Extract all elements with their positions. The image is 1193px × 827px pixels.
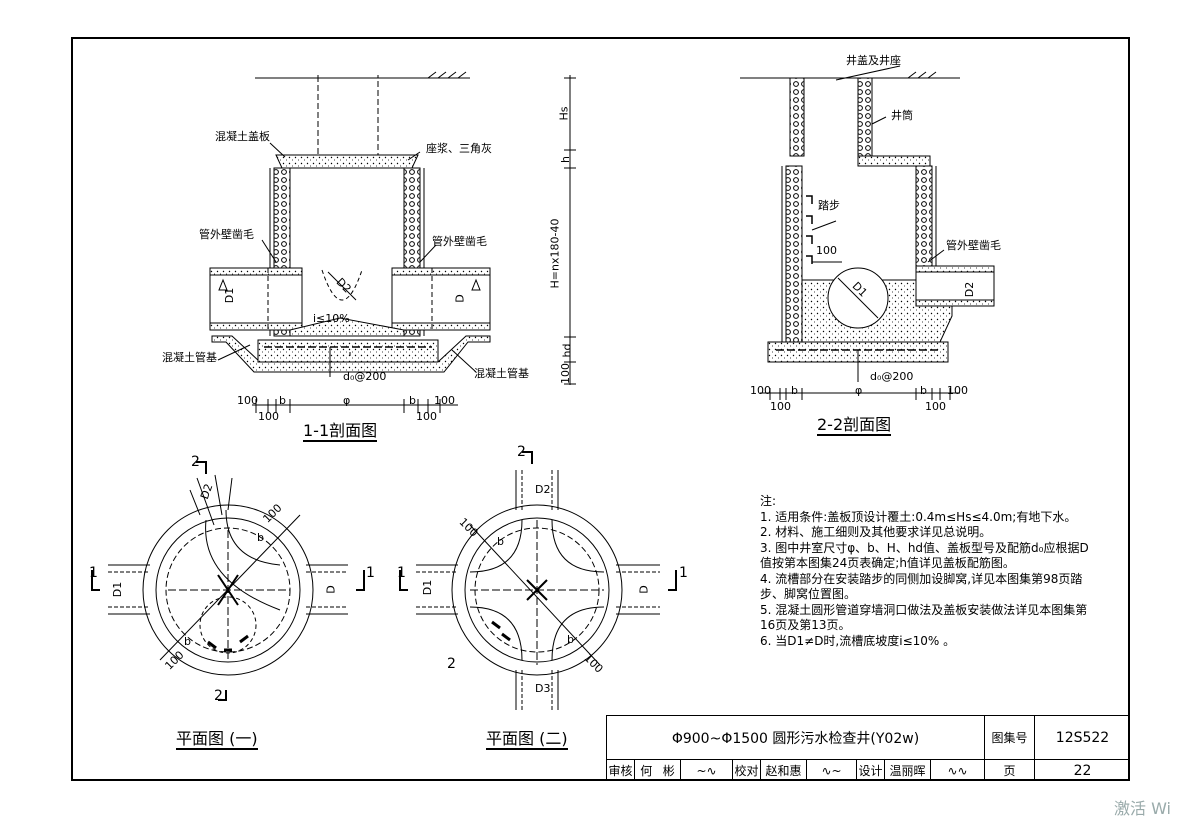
label-D-p2: D	[637, 585, 651, 594]
sign-reviewer-name: 何彬	[634, 759, 680, 781]
mark-2-top-p1: 2	[191, 454, 200, 470]
label-shaft: 井筒	[891, 109, 913, 122]
notes-block: 注: 1. 适用条件:盖板顶设计覆土:0.4m≤Hs≤4.0m;有地下水。 2.…	[760, 494, 1090, 649]
sign-design-label: 设计	[856, 759, 884, 781]
sign-checker-name: 赵和惠	[760, 759, 806, 781]
atlas-label: 图集号	[984, 715, 1034, 759]
dim-100-vertical: 100	[559, 363, 572, 384]
label-D: D	[453, 294, 467, 303]
label-b2-p1: b	[184, 635, 191, 648]
sign-designer-name: 温丽晖	[884, 759, 930, 781]
label-D1-p2: D1	[421, 579, 435, 596]
caption-plan-1: 平面图 (一)	[176, 729, 258, 750]
label-D-p1: D	[324, 585, 338, 594]
dim-b-left: b	[279, 394, 286, 407]
note-item: 2. 材料、施工细则及其他要求详见总说明。	[760, 525, 992, 539]
dim-hd: hd	[560, 343, 574, 358]
note-item: 6. 当D1≠D时,流槽底坡度i≤10% 。	[760, 633, 956, 648]
dim-100-left-a: 100	[237, 394, 258, 407]
section-11-drawing	[209, 71, 576, 413]
dim-100-right-b: 100	[416, 410, 437, 423]
label-rebar: d₀@200	[343, 370, 387, 383]
dim-100-left-b: 100	[258, 410, 279, 423]
dim-100-left-a-22: 100	[750, 384, 771, 397]
label-D3-p2: D3	[535, 682, 551, 695]
dim-phi: φ	[343, 394, 351, 407]
label-rebar-22: d₀@200	[870, 370, 914, 383]
dim-100-left-b-22: 100	[770, 400, 791, 413]
label-slope: i≤10%	[313, 312, 350, 325]
reviewer-signature: ~∿	[680, 759, 732, 781]
sign-check-label: 校对	[732, 759, 760, 781]
dim-100-right-a-22: 100	[947, 384, 968, 397]
label-b1-p2: b	[497, 535, 504, 548]
plan-2-drawing	[399, 451, 677, 710]
dim-100-right-b-22: 100	[925, 400, 946, 413]
dim-phi-22: φ	[855, 384, 863, 397]
note-item: 5. 混凝土圆形管道穿墙洞口做法及盖板安装做法详见本图集第16页及第13页。	[760, 602, 1088, 633]
mark-2-bottom-p2: 2	[447, 656, 456, 672]
page-label: 页	[984, 759, 1034, 781]
dim-h: h	[558, 156, 572, 163]
sheet-title: Φ900~Φ1500 圆形污水检查井(Y02w)	[606, 715, 984, 759]
activation-watermark: 激活 Wi	[1114, 799, 1172, 818]
mark-1-right-p1: 1	[366, 565, 375, 581]
plan-1-drawing	[91, 461, 365, 701]
label-b2-p2: b	[567, 633, 574, 646]
sign-review-label: 审核	[606, 759, 634, 781]
label-cover-slab: 混凝土盖板	[215, 130, 270, 143]
drawing-frame	[71, 37, 1130, 781]
note-item: 1. 适用条件:盖板顶设计覆土:0.4m≤Hs≤4.0m;有地下水。	[760, 509, 1077, 524]
dim-100-right-a: 100	[434, 394, 455, 407]
mark-1-right-p2: 1	[679, 565, 688, 581]
designer-signature: ∿∿	[930, 759, 984, 781]
mark-1-left-p1: 1	[89, 565, 98, 581]
label-D2-p2: D2	[535, 483, 551, 496]
dim-H: H=nx180-40	[548, 218, 562, 289]
label-D2-22: D2	[963, 281, 977, 298]
label-step: 踏步	[818, 199, 840, 212]
mark-2-bottom-p1: 2	[214, 688, 223, 704]
mark-2-top-p2: 2	[517, 444, 526, 460]
dim-Hs: Hs	[557, 106, 571, 121]
caption-section-22: 2-2剖面图	[817, 415, 892, 436]
label-D1-p1: D1	[111, 581, 125, 598]
dim-100-step: 100	[816, 244, 837, 257]
notes-heading: 注:	[760, 494, 777, 508]
atlas-number: 12S522	[1034, 715, 1130, 759]
label-mortar: 座浆、三角灰	[426, 142, 492, 155]
label-wall-rough-left: 管外壁凿毛	[199, 228, 254, 241]
label-wall-rough-right: 管外壁凿毛	[432, 235, 487, 248]
label-pipe-base-right: 混凝土管基	[474, 367, 529, 380]
note-item: 3. 图中井室尺寸φ、b、H、hd值、盖板型号及配筋d₀应根据D值按第本图集24…	[760, 540, 1089, 571]
note-item: 4. 流槽部分在安装踏步的同侧加设脚窝,详见本图集第98页踏步、脚窝位置图。	[760, 571, 1083, 602]
page-number: 22	[1034, 759, 1130, 781]
dim-b-left-22: b	[791, 384, 798, 397]
title-block: Φ900~Φ1500 圆形污水检查井(Y02w) 图集号 12S522 审核 何…	[606, 715, 1130, 781]
dim-b-right-22: b	[920, 384, 927, 397]
dim-b-right: b	[409, 394, 416, 407]
mark-1-left-p2: 1	[397, 565, 406, 581]
label-pipe-base-left: 混凝土管基	[162, 351, 217, 364]
caption-section-11: 1-1剖面图	[303, 421, 378, 442]
section-22-drawing	[740, 65, 995, 400]
label-wall-rough: 管外壁凿毛	[946, 239, 1001, 252]
checker-signature: ∿~	[806, 759, 856, 781]
label-b1-p1: b	[257, 531, 264, 544]
label-D1: D1	[223, 287, 237, 304]
caption-plan-2: 平面图 (二)	[486, 729, 568, 750]
label-cover-seat: 井盖及井座	[846, 54, 901, 67]
